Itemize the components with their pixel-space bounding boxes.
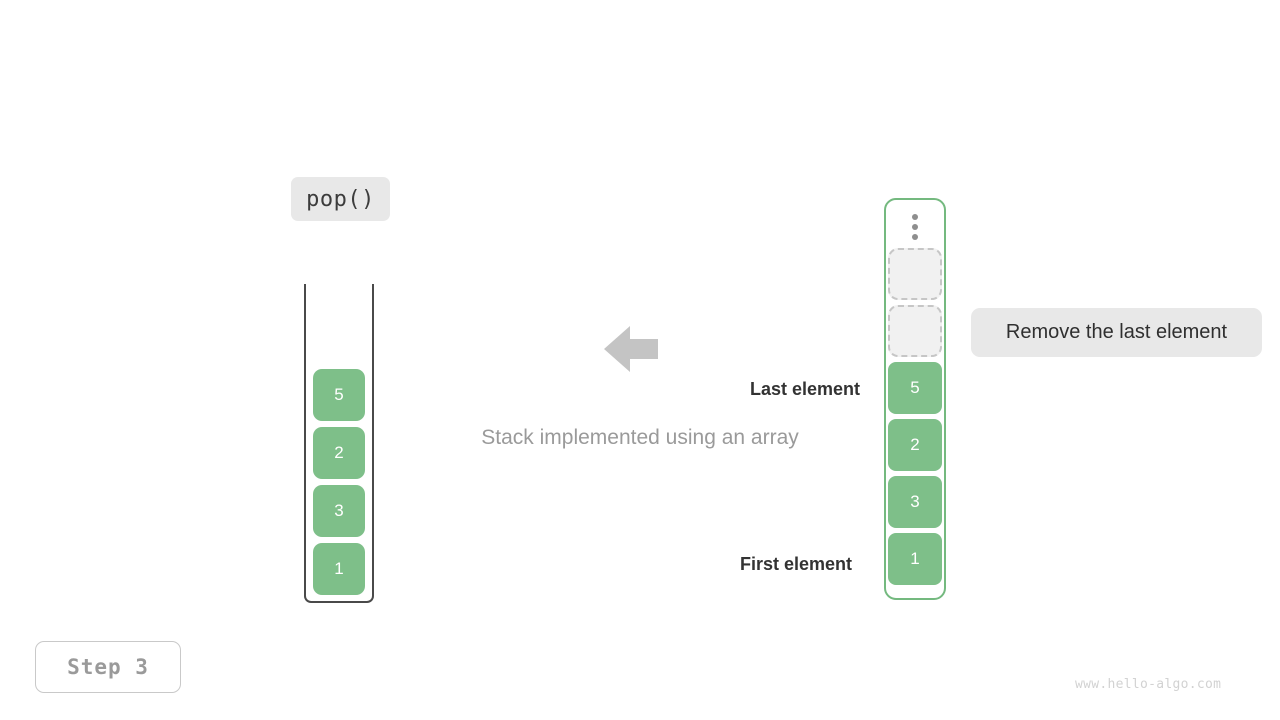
tooltip-remove-last-element: Remove the last element — [971, 308, 1262, 357]
step-badge: Step 3 — [35, 641, 181, 693]
array-cell: 3 — [888, 476, 942, 528]
stack-container: 5 2 3 1 — [304, 284, 374, 603]
stack-cell-list: 5 2 3 1 — [313, 369, 365, 595]
stack-frame — [304, 284, 374, 603]
array-container: 5 2 3 1 — [884, 198, 946, 600]
array-cell: 1 — [888, 533, 942, 585]
operation-label: pop() — [291, 177, 390, 221]
stack-cell: 5 — [313, 369, 365, 421]
array-cell: 2 — [888, 419, 942, 471]
arrow-left-icon — [602, 320, 660, 378]
annotation-first-element: First element — [739, 554, 852, 574]
watermark: www.hello-algo.com — [1075, 677, 1222, 692]
stack-cell: 2 — [313, 427, 365, 479]
array-empty-slot — [888, 305, 942, 357]
diagram-caption: Stack implemented using an array — [481, 426, 799, 449]
annotation-last-element: Last element — [749, 379, 860, 399]
vertical-ellipsis-icon — [912, 214, 918, 240]
array-cell-list: 5 2 3 1 — [888, 248, 942, 585]
array-cell: 5 — [888, 362, 942, 414]
stack-cell: 3 — [313, 485, 365, 537]
array-empty-slot — [888, 248, 942, 300]
stack-cell: 1 — [313, 543, 365, 595]
